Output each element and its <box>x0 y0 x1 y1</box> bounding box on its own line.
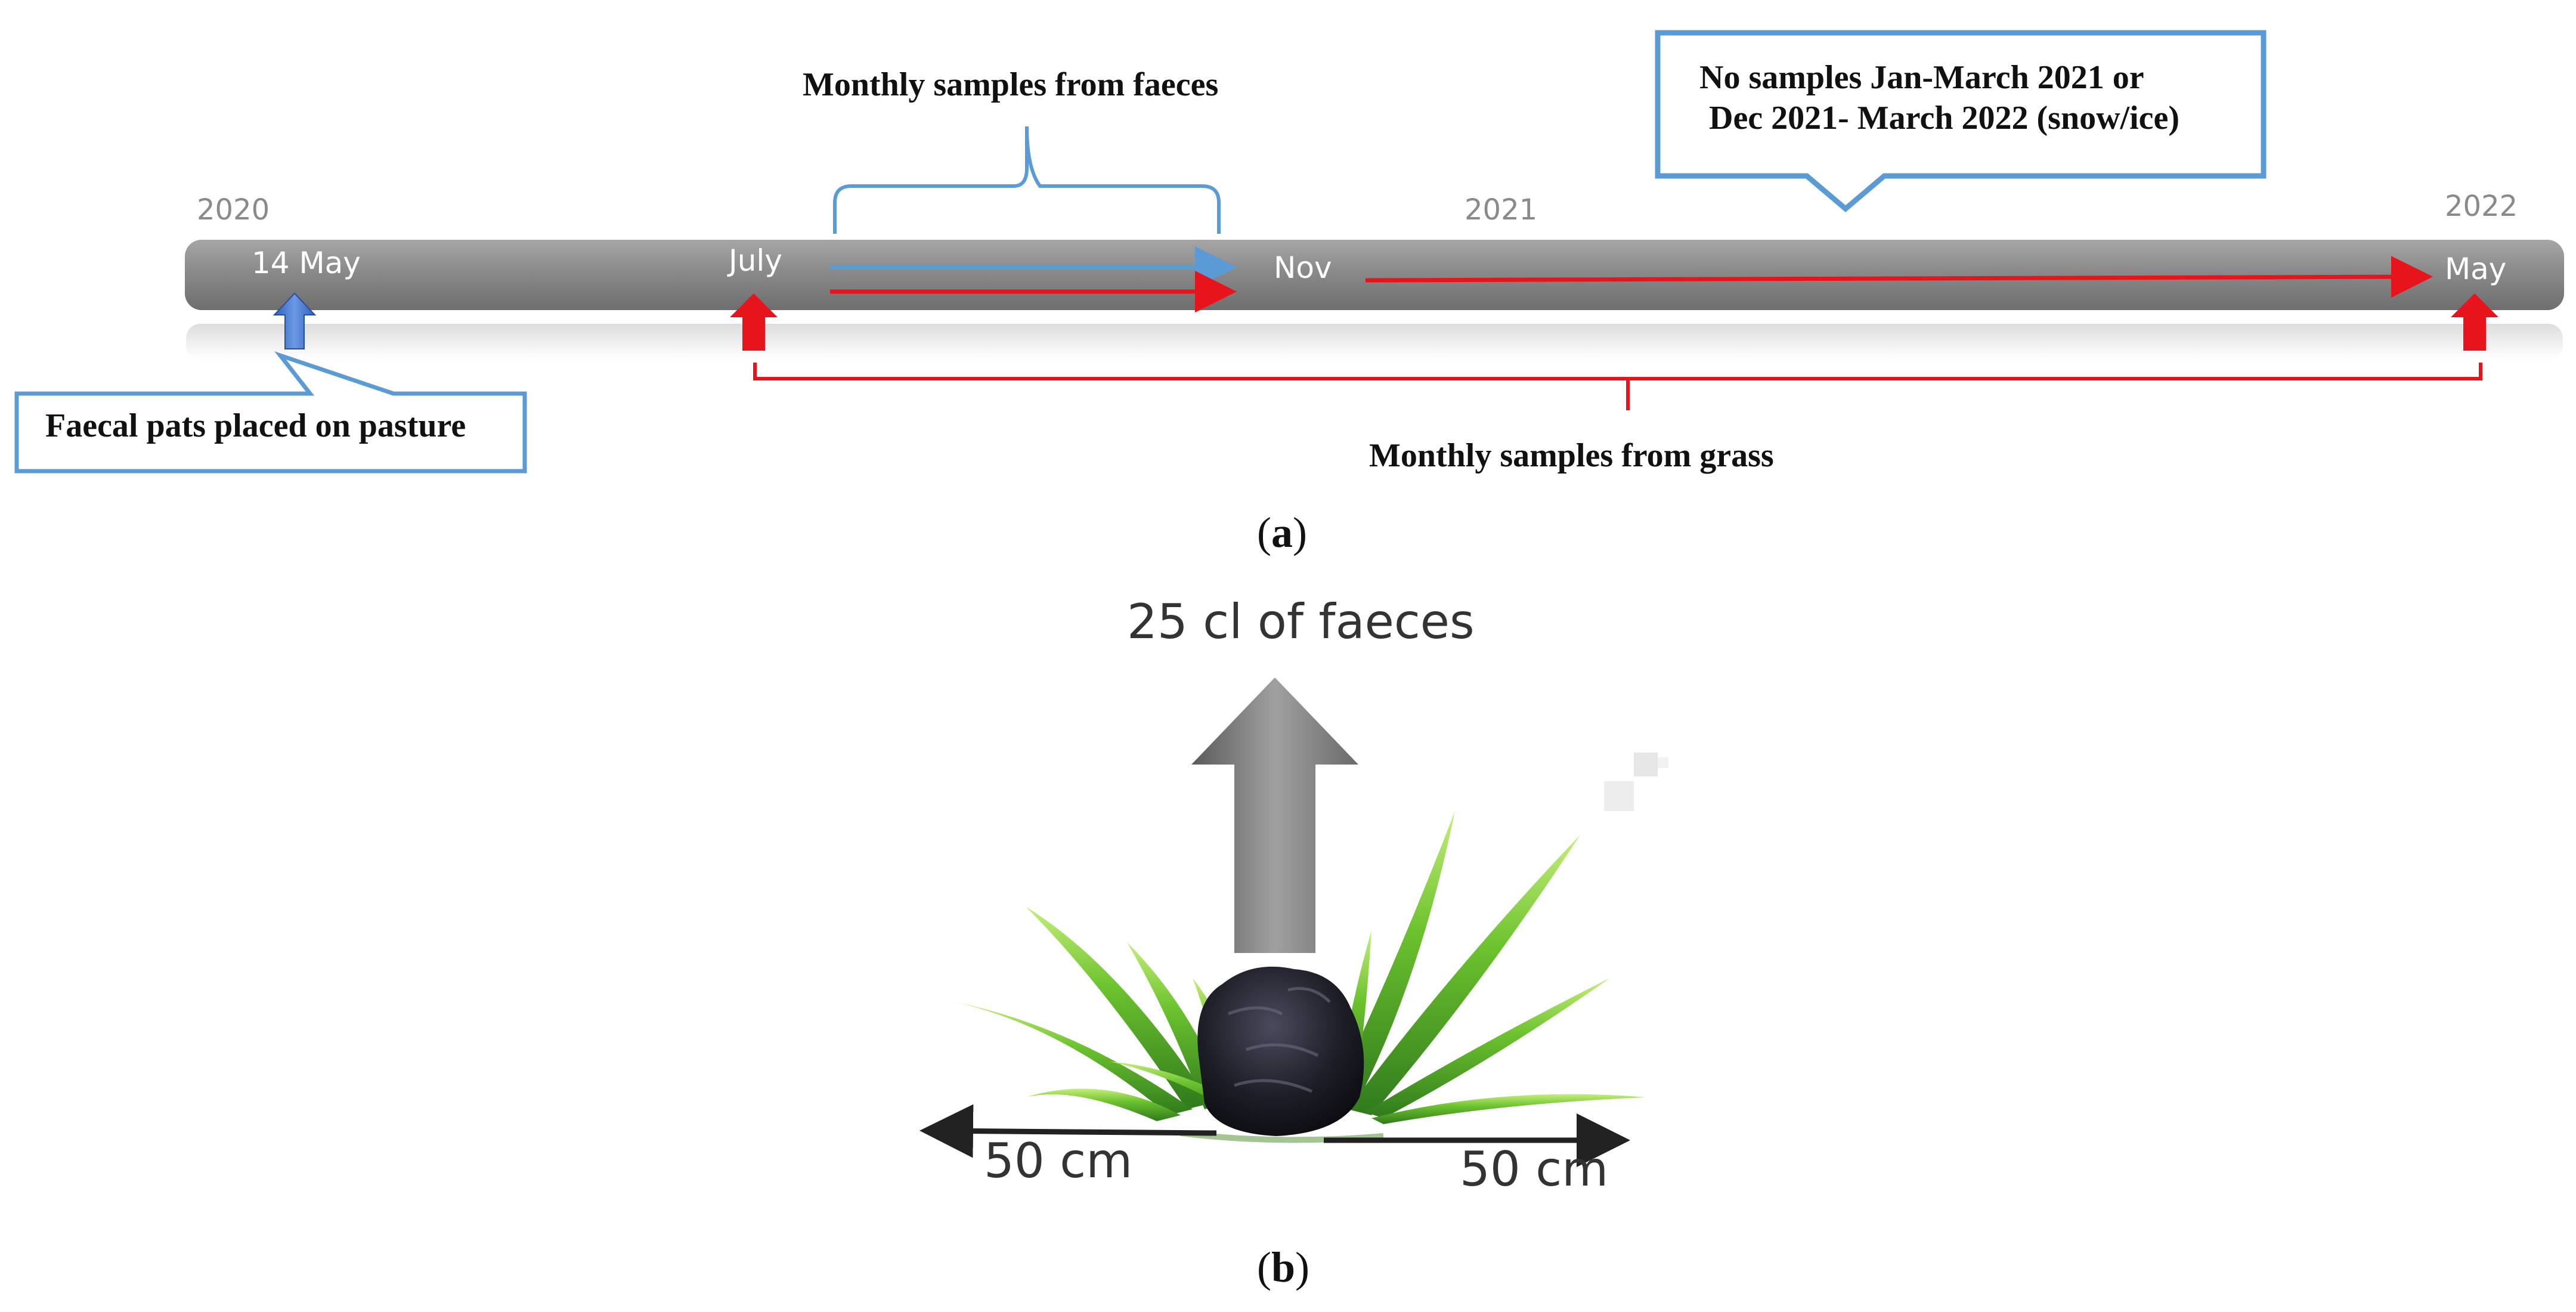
panel-a-paren-close: ) <box>1292 509 1307 556</box>
faecal-pat-texture <box>1228 987 1331 1093</box>
year-2021-label: 2021 <box>1465 193 1538 227</box>
panel-b-letter: b <box>1271 1243 1296 1291</box>
year-2022-label: 2022 <box>2445 190 2518 223</box>
callout-faecal-text: Faecal pats placed on pasture <box>45 407 466 444</box>
collection-up-arrow-icon <box>1191 677 1358 953</box>
year-2020-label: 2020 <box>197 193 270 227</box>
faint-square-1 <box>1634 753 1658 776</box>
timeline-reflection <box>186 324 2563 360</box>
panel-a-paren-open: ( <box>1257 509 1271 556</box>
faint-square-2 <box>1604 781 1634 811</box>
panel-b-paren-close: ) <box>1295 1243 1310 1291</box>
faeces-brace <box>833 126 1221 234</box>
callout-no-samples-line-1: No samples Jan-March 2021 or <box>1699 59 2144 96</box>
callout-no-samples-line-2: Dec 2021- March 2022 (snow/ice) <box>1709 100 2180 137</box>
panel-b-title: 25 cl of faeces <box>1127 594 1475 649</box>
timeline-graphics <box>14 30 2564 474</box>
distance-left-label: 50 cm <box>984 1133 1133 1189</box>
panel-b-label: (b) <box>1257 1243 1309 1292</box>
grass-start-arrow-icon <box>730 293 778 351</box>
timeline-label-end: May <box>2445 252 2507 286</box>
panel-a-letter: a <box>1271 509 1293 556</box>
timeline-label-july: July <box>729 243 782 278</box>
callout-faecal-border <box>14 351 527 474</box>
panel-b-paren-open: ( <box>1257 1243 1271 1291</box>
faeces-sampling-label: Monthly samples from faeces <box>803 66 1219 103</box>
grass-end-arrow-icon <box>2451 293 2498 351</box>
grass-bracket <box>753 363 2482 410</box>
faecal-pat <box>1197 966 1364 1136</box>
timeline-label-start: 14 May <box>252 246 361 280</box>
grass-sampling-arrow-2 <box>1365 256 2433 298</box>
callout-no-samples-border <box>1655 30 2267 212</box>
distance-right-label: 50 cm <box>1460 1141 1609 1197</box>
faint-square-3 <box>1658 757 1668 768</box>
panel-a-label: (a) <box>1257 508 1307 558</box>
grass-sampling-label: Monthly samples from grass <box>1369 437 1774 474</box>
faecal-placement-arrow-icon <box>273 292 317 349</box>
distance-left-arrow <box>919 1104 1217 1158</box>
timeline-label-nov: Nov <box>1274 250 1332 285</box>
timeline-bar <box>185 240 2564 310</box>
